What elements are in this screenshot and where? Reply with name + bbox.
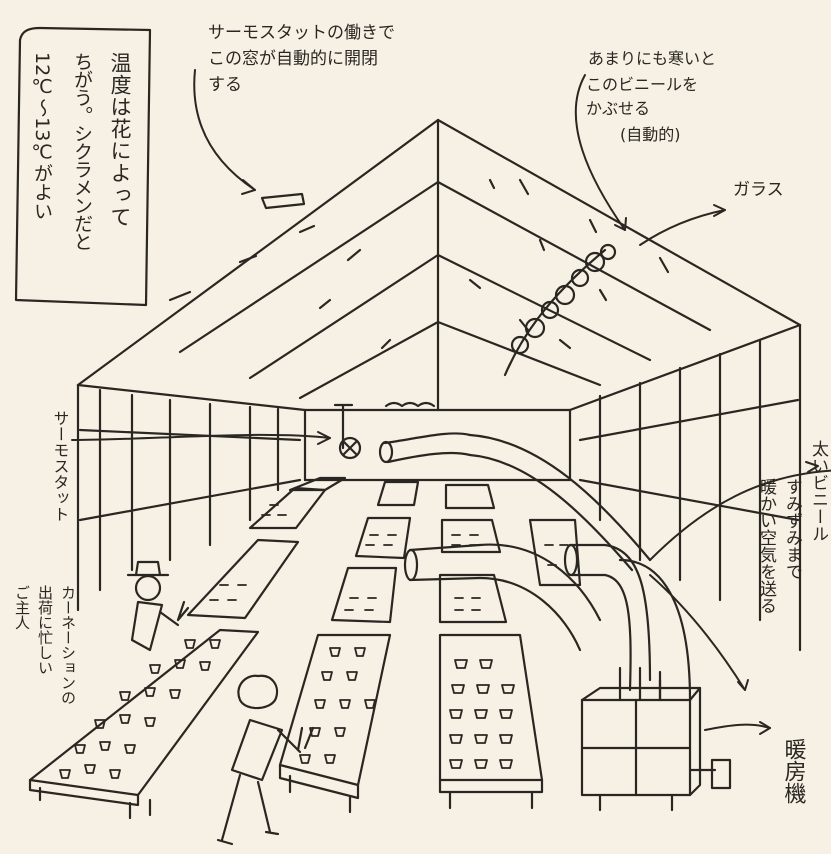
heater-label: 暖房機	[781, 738, 807, 804]
owner-note-line3: ご主人	[13, 585, 31, 630]
owner-figure	[126, 560, 190, 652]
duct-note-line1: 太いビニール	[808, 440, 829, 542]
worker-figure	[216, 674, 315, 846]
thermostat	[333, 403, 362, 460]
glass-label: ガラス	[733, 180, 784, 200]
duct-note-line2: すみずみまで	[782, 478, 802, 580]
window-note-line3: する	[208, 75, 242, 95]
duct-note-line3: 暖かい空気を送る	[756, 478, 777, 614]
window-note-line2: この窓が自動的に開閉	[208, 49, 378, 69]
heater-unit	[580, 666, 732, 812]
annotation-arrows	[71, 69, 831, 735]
vinyl-cover-note-line1: あまりにも寒いと	[588, 49, 716, 68]
vinyl-cover-note-line2: このビニールを	[586, 75, 698, 94]
temperature-note-box	[14, 26, 152, 307]
owner-note-line1: カーネーションの	[59, 585, 77, 705]
greenhouse-roof	[76, 118, 802, 412]
vinyl-roll	[503, 243, 617, 377]
window-note-line1: サーモスタットの働きで	[208, 23, 395, 43]
owner-note-line2: 出荷に忙しい	[36, 585, 54, 675]
temperature-note-line3: 12℃～13℃がよい	[31, 52, 53, 220]
temperature-note-line2: ちがう。シクラメンだと	[71, 52, 93, 250]
plant-tables	[28, 476, 582, 820]
vinyl-cover-note-line3: かぶせる	[586, 99, 650, 118]
heating-ducts	[378, 432, 692, 702]
temperature-note-line1: 温度は花によって	[108, 52, 132, 228]
flower-pots	[59, 504, 569, 779]
thermostat-label: サーモスタット	[51, 410, 70, 522]
greenhouse-walls	[76, 323, 802, 652]
vinyl-cover-note-line4: (自動的)	[620, 125, 681, 144]
